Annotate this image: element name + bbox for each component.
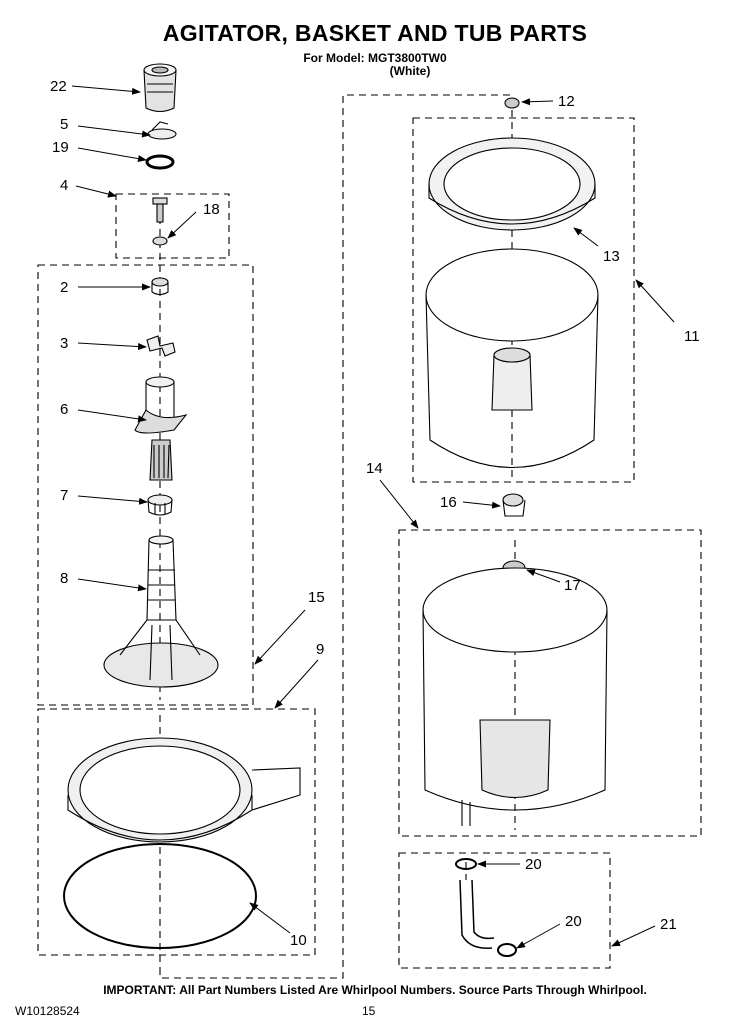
part-agitator-ring	[147, 494, 173, 516]
callout-8: 8	[60, 570, 68, 587]
part-wash-basket	[425, 248, 599, 469]
callout-4: 4	[60, 177, 68, 194]
part-balance-ring	[67, 737, 301, 843]
callout-9: 9	[316, 641, 324, 658]
callout-10: 10	[290, 932, 307, 949]
part-bolt	[152, 197, 168, 223]
callout-3: 3	[60, 335, 68, 352]
group-box-4	[115, 193, 230, 259]
callout-19: 19	[52, 139, 69, 156]
callout-12: 12	[558, 93, 575, 110]
footer-note: IMPORTANT: All Part Numbers Listed Are W…	[103, 983, 647, 997]
part-clamp-lower	[497, 943, 517, 957]
group-box-21	[398, 852, 611, 969]
part-clamp-upper	[455, 858, 477, 870]
callout-17: 17	[564, 577, 581, 594]
document-number: W10128524	[15, 1004, 80, 1018]
callout-22: 22	[50, 78, 67, 95]
callout-21: 21	[660, 916, 677, 933]
callout-15: 15	[308, 589, 325, 606]
callout-18: 18	[203, 201, 220, 218]
callout-16: 16	[440, 494, 457, 511]
part-agitator-cam	[147, 121, 177, 140]
page-number: 15	[362, 1004, 376, 1018]
part-nut	[504, 97, 520, 109]
part-seal-ring	[145, 154, 175, 170]
callout-2: 2	[60, 279, 68, 296]
callout-14: 14	[366, 460, 383, 477]
callout-6: 6	[60, 401, 68, 418]
part-drain-hose	[459, 879, 495, 949]
part-agitator-base	[103, 535, 219, 688]
part-washer	[152, 236, 168, 246]
callout-20-upper: 20	[525, 856, 542, 873]
callout-7: 7	[60, 487, 68, 504]
part-tub-seal	[502, 493, 526, 517]
group-box-11	[412, 117, 635, 483]
group-box-14	[398, 529, 702, 837]
part-cam-top	[151, 277, 169, 296]
part-outer-tub	[422, 567, 608, 826]
part-agitator-cap	[143, 63, 177, 113]
color-line: (White)	[389, 64, 431, 78]
callout-5: 5	[60, 116, 68, 133]
model-line: For Model: MGT3800TW0	[303, 51, 447, 65]
group-box-15	[37, 264, 254, 706]
callout-20-lower: 20	[565, 913, 582, 930]
callout-13: 13	[603, 248, 620, 265]
part-snubber-ring	[63, 843, 257, 949]
callout-11: 11	[684, 328, 700, 345]
part-drive-dogs	[146, 335, 176, 357]
part-basket-ring	[428, 137, 596, 231]
group-box-9	[37, 708, 316, 956]
routing-line	[159, 94, 512, 979]
page-title: AGITATOR, BASKET AND TUB PARTS	[162, 20, 588, 46]
part-agitator-auger	[134, 376, 188, 481]
